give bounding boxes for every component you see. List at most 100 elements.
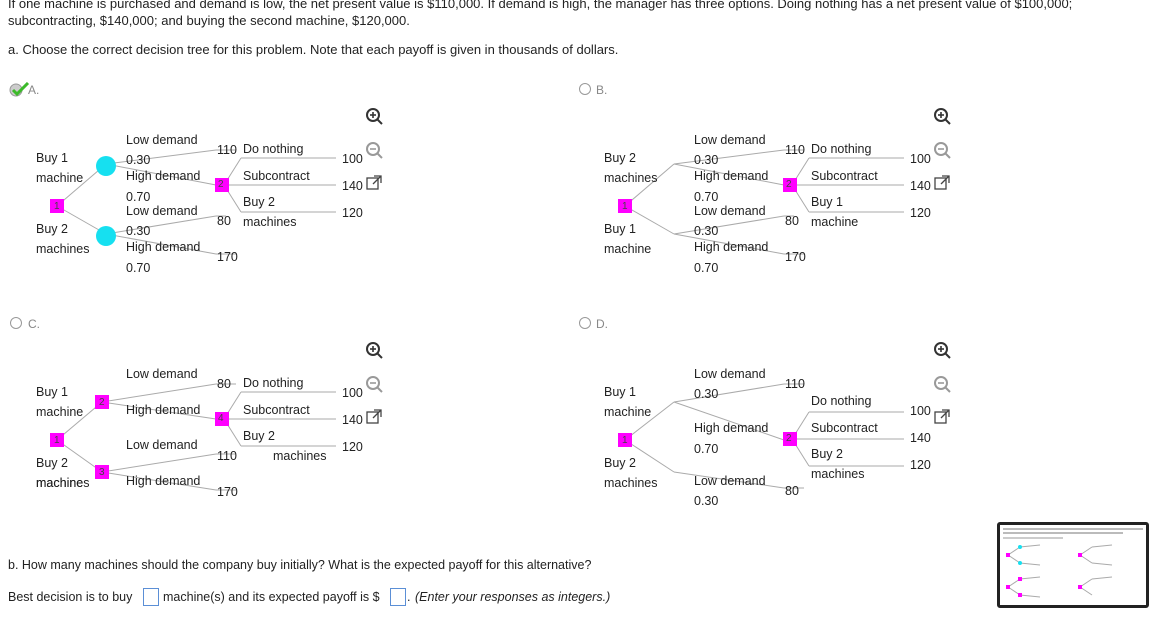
decision-node [618,433,632,447]
decision-node [95,465,109,479]
intro-line-2: subcontracting, $140,000; and buying the… [8,13,410,28]
branch-label: High demand [694,421,769,435]
probability: 0.30 [694,387,719,401]
branch-label: Do nothing [243,376,304,390]
branch-label: Low demand [694,204,766,218]
machines-answer-input[interactable] [143,588,159,606]
payoff: 110 [785,377,805,391]
option-d-radio[interactable] [579,317,591,329]
branch-label: High demand [694,240,769,254]
branch-label: Subcontract [243,169,310,183]
zoom-in-icon[interactable] [932,106,952,126]
intro-line-1: If one machine is purchased and demand i… [8,0,1073,11]
decision-node [95,395,109,409]
payoff: 140 [910,431,931,445]
node-number: 1 [622,435,628,446]
option-d-label: D. [596,317,608,331]
branch-label: Do nothing [811,394,872,408]
tree-label: machines [604,476,658,490]
branch-label: Low demand [126,367,198,381]
tree-label: Buy 2 [604,456,636,470]
option-a-radio[interactable] [8,81,34,103]
zoom-in-icon[interactable] [932,340,952,360]
tree-label: Buy 2 [604,151,636,165]
branch-label: Subcontract [811,169,878,183]
payoff: 120 [342,440,363,454]
payoff: 170 [217,485,238,499]
probability: 0.70 [694,190,719,204]
payoff-answer-input[interactable] [390,588,406,606]
zoom-out-icon[interactable] [364,374,384,394]
tree-label: machine [36,476,84,490]
payoff: 170 [217,250,238,264]
branch-label: machines [243,215,297,229]
node-number: 1 [54,435,60,446]
node-number: 2 [218,179,224,190]
branch-label: Do nothing [243,142,304,156]
payoff: 120 [910,458,931,472]
popout-icon[interactable] [934,175,950,191]
branch-label: machines [273,449,327,463]
branch-label: Buy 2 [811,447,843,461]
part-b-instruction: (Enter your responses as integers.) [415,590,611,604]
decision-node [215,178,229,192]
option-c-radio[interactable] [10,317,22,329]
decision-node [50,199,64,213]
zoom-out-icon[interactable] [932,374,952,394]
decision-node [618,199,632,213]
branch-label: machines [811,467,865,481]
branch-label: Buy 2 [243,195,275,209]
payoff: 80 [217,214,231,228]
payoff: 100 [910,152,931,166]
tree-label: machines [604,171,658,185]
node-number: 4 [218,413,224,424]
zoom-in-icon[interactable] [364,106,384,126]
payoff: 80 [217,377,231,391]
option-b-label: B. [596,83,608,97]
node-number: 2 [99,397,105,408]
probability: 0.70 [694,442,719,456]
probability: 0.70 [126,190,151,204]
branch-label: Low demand [694,133,766,147]
zoom-in-icon[interactable] [364,340,384,360]
option-b-radio[interactable] [579,83,591,95]
tree-a: Buy 1 machine Buy 2 machines 1 2 Low dem… [36,104,596,334]
decision-node [50,433,64,447]
popout-icon[interactable] [934,409,950,425]
payoff: 100 [910,404,931,418]
popout-icon[interactable] [366,409,382,425]
zoom-out-icon[interactable] [932,140,952,160]
tree-label: Buy 2 [36,456,68,470]
thumbnail-preview-icon [1003,528,1143,598]
part-b-question: b. How many machines should the company … [8,558,592,572]
tree-c: Buy 1 machine Buy 2 machine machines 1 2… [36,338,596,568]
part-a-question: a. Choose the correct decision tree for … [8,42,619,57]
node-number: 1 [622,201,628,212]
probability: 0.30 [694,153,719,167]
decision-node [215,412,229,426]
payoff: 100 [342,152,363,166]
option-a-label: A. [28,83,40,97]
payoff: 140 [342,179,363,193]
part-b-dot: . [407,590,411,604]
tree-b: Buy 2 machines Buy 1 machine 1 2 Low dem… [604,104,1156,334]
popout-icon[interactable] [366,175,382,191]
tree-label: Buy 1 [36,385,68,399]
probability: 0.30 [694,494,719,508]
branch-label: Low demand [126,133,198,147]
node-number: 2 [786,179,792,190]
payoff: 120 [342,206,363,220]
tree-label: machine [604,405,652,419]
decision-node [783,432,797,446]
zoom-out-icon[interactable] [364,140,384,160]
checkmark-icon [9,81,30,97]
page-thumbnail[interactable] [997,522,1149,608]
branch-label: High demand [126,240,201,254]
payoff: 110 [217,449,237,463]
branch-label: machine [811,215,859,229]
branch-label: Subcontract [811,421,878,435]
probability: 0.30 [126,153,151,167]
probability: 0.30 [694,224,719,238]
branch-label: Do nothing [811,142,872,156]
probability: 0.70 [126,261,151,275]
